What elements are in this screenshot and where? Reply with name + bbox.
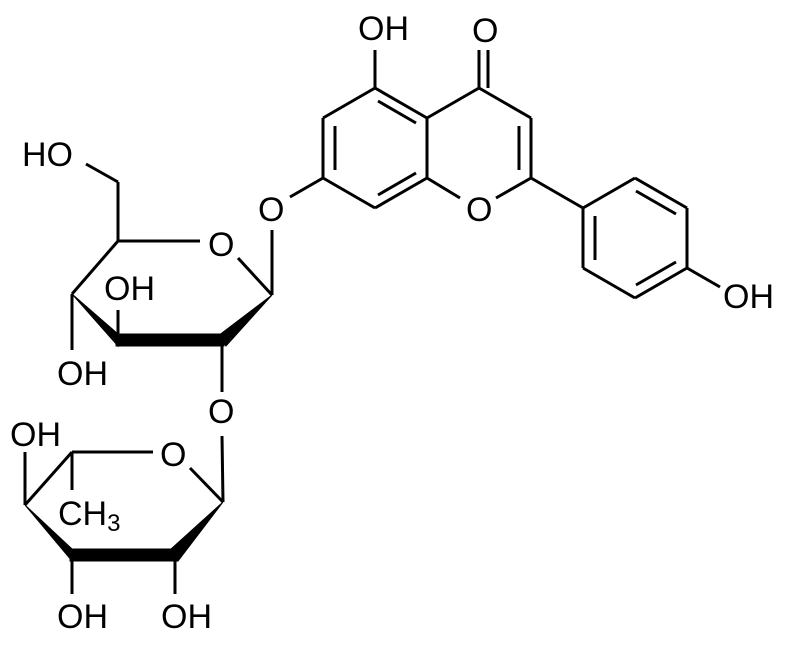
label-rhamnose-ring-oxygen: O bbox=[160, 436, 187, 474]
label-oh-4prime: OH bbox=[723, 278, 774, 316]
ring-a-bonds bbox=[321, 50, 429, 210]
label-glucose-ring-oxygen: O bbox=[208, 226, 235, 264]
label-glycosidic-oxygen: O bbox=[258, 191, 285, 229]
label-ch3: CH3 bbox=[58, 497, 120, 536]
label-oh-glucose-c4: OH bbox=[57, 355, 108, 393]
label-interglycosidic-oxygen: O bbox=[208, 393, 235, 431]
rhamnose-ring-bonds bbox=[23, 435, 225, 594]
label-ho-ch2: HO bbox=[22, 136, 73, 174]
label-oh-rhamnose-c4: OH bbox=[10, 416, 61, 454]
label-oh-rhamnose-c2: OH bbox=[161, 598, 212, 636]
ring-c-bonds bbox=[426, 50, 533, 200]
label-carbonyl-oxygen: O bbox=[472, 12, 499, 50]
ring-b-bonds bbox=[530, 176, 721, 300]
glucose-ring-bonds bbox=[70, 162, 274, 392]
label-oh-rhamnose-c3: OH bbox=[57, 598, 108, 636]
label-oh-c5: OH bbox=[358, 10, 409, 48]
glycosidic-bonds bbox=[270, 176, 324, 295]
ch3-main: CH bbox=[58, 495, 108, 533]
ch3-subscript: 3 bbox=[107, 510, 121, 537]
label-ring-oxygen: O bbox=[466, 191, 493, 229]
label-oh-glucose-c3: OH bbox=[104, 270, 155, 308]
